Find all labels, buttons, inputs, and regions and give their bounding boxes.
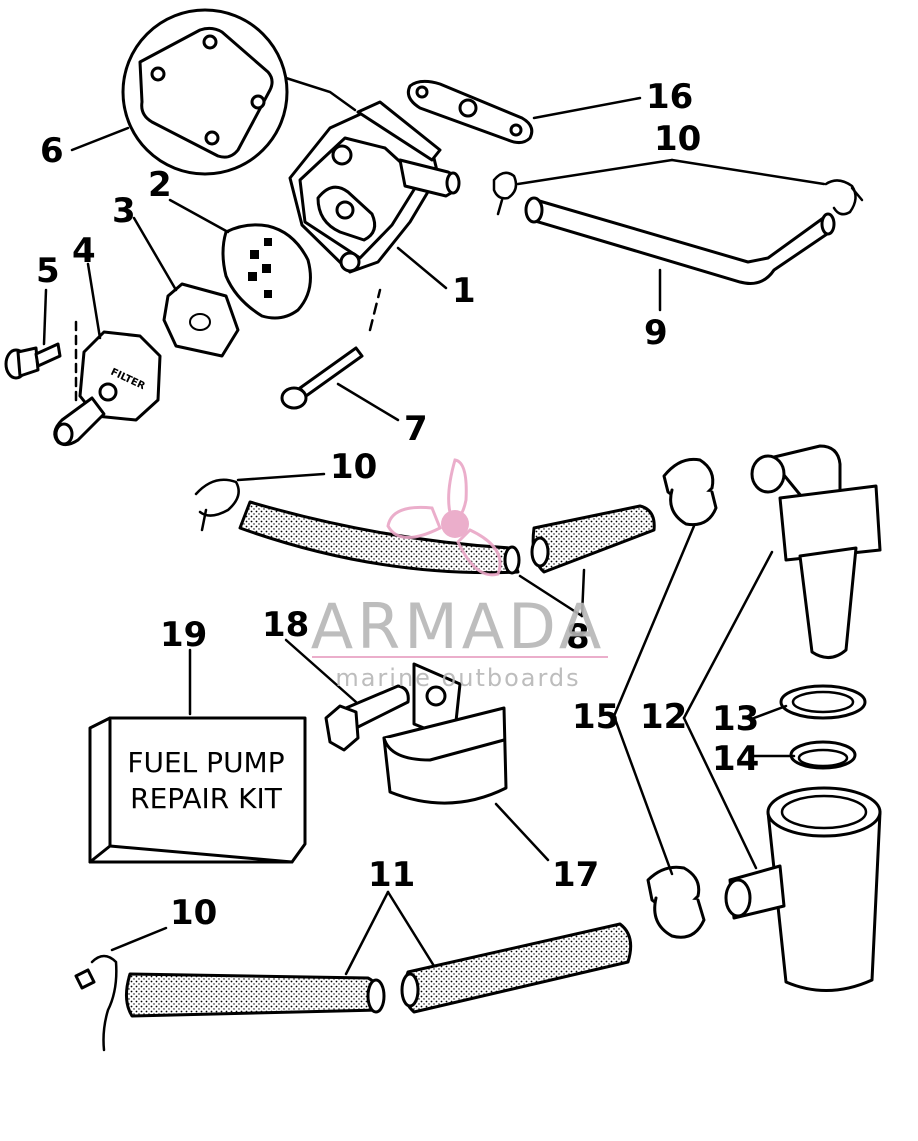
part-10-clip-top-right [824, 179, 864, 216]
watermark-tagline: marine outboards [335, 664, 580, 692]
callout-17: 17 [552, 855, 599, 895]
callout-11: 11 [368, 855, 415, 895]
part-19-repair-kit-box: FUEL PUMP REPAIR KIT [88, 716, 307, 864]
callouts: 6 2 3 4 5 1 7 9 16 10 10 8 19 18 17 15 1… [36, 77, 759, 933]
part-17-bracket [382, 662, 508, 805]
callout-16: 16 [646, 77, 693, 117]
callout-7: 7 [404, 409, 428, 449]
callout-4: 4 [72, 231, 96, 271]
part-11-hose-right [400, 922, 633, 1014]
part-3-filter-screen [162, 282, 240, 358]
part-8-hose-short [530, 504, 656, 574]
part-16-gasket [406, 79, 534, 145]
callout-2: 2 [148, 165, 172, 205]
kit-label-line1: FUEL PUMP [127, 746, 284, 779]
callout-13: 13 [712, 699, 759, 739]
callout-12: 12 [640, 697, 687, 737]
part-14-ring [789, 740, 857, 770]
part-12-filter-top [750, 444, 882, 659]
part-10-clip-bottom [74, 954, 118, 1052]
part-10-clip-top-left [492, 171, 518, 216]
callout-15: 15 [572, 697, 619, 737]
watermark-brand: ARMADA [311, 590, 605, 663]
callout-9: 9 [644, 313, 668, 353]
callout-10-top: 10 [654, 119, 701, 159]
callout-18: 18 [262, 605, 309, 645]
part-10-clip-mid [194, 478, 240, 532]
part-7-bolt [280, 288, 382, 410]
part-11-hose-left [125, 972, 386, 1018]
part-5-screw [4, 342, 62, 380]
callout-3: 3 [112, 191, 136, 231]
watermark: ARMADA marine outboards [311, 458, 608, 692]
part-9-fuel-line [524, 196, 836, 285]
callout-5: 5 [36, 251, 60, 291]
callout-14: 14 [712, 739, 759, 779]
leader-lines [42, 96, 826, 976]
part-15-clamp-bottom [646, 865, 706, 939]
callout-1: 1 [452, 271, 476, 311]
armada-propeller-logo [386, 458, 502, 577]
part-8-hose-long [238, 500, 521, 575]
callout-10-mid: 10 [330, 447, 377, 487]
callout-8: 8 [566, 617, 590, 657]
part-12-filter-bowl [724, 786, 882, 992]
part-1-pump-body [288, 100, 461, 274]
part-18-bolt [324, 684, 410, 752]
callout-19: 19 [160, 615, 207, 655]
kit-label-line2: REPAIR KIT [130, 782, 283, 815]
callout-6: 6 [40, 131, 64, 171]
part-6-gasket-detail [121, 8, 357, 176]
part-15-clamp-top [662, 457, 718, 527]
part-2-plate [221, 223, 312, 320]
callout-10-bottom: 10 [170, 893, 217, 933]
part-13-seal [779, 684, 867, 720]
part-4-filter-cover: FILTER [53, 330, 162, 447]
